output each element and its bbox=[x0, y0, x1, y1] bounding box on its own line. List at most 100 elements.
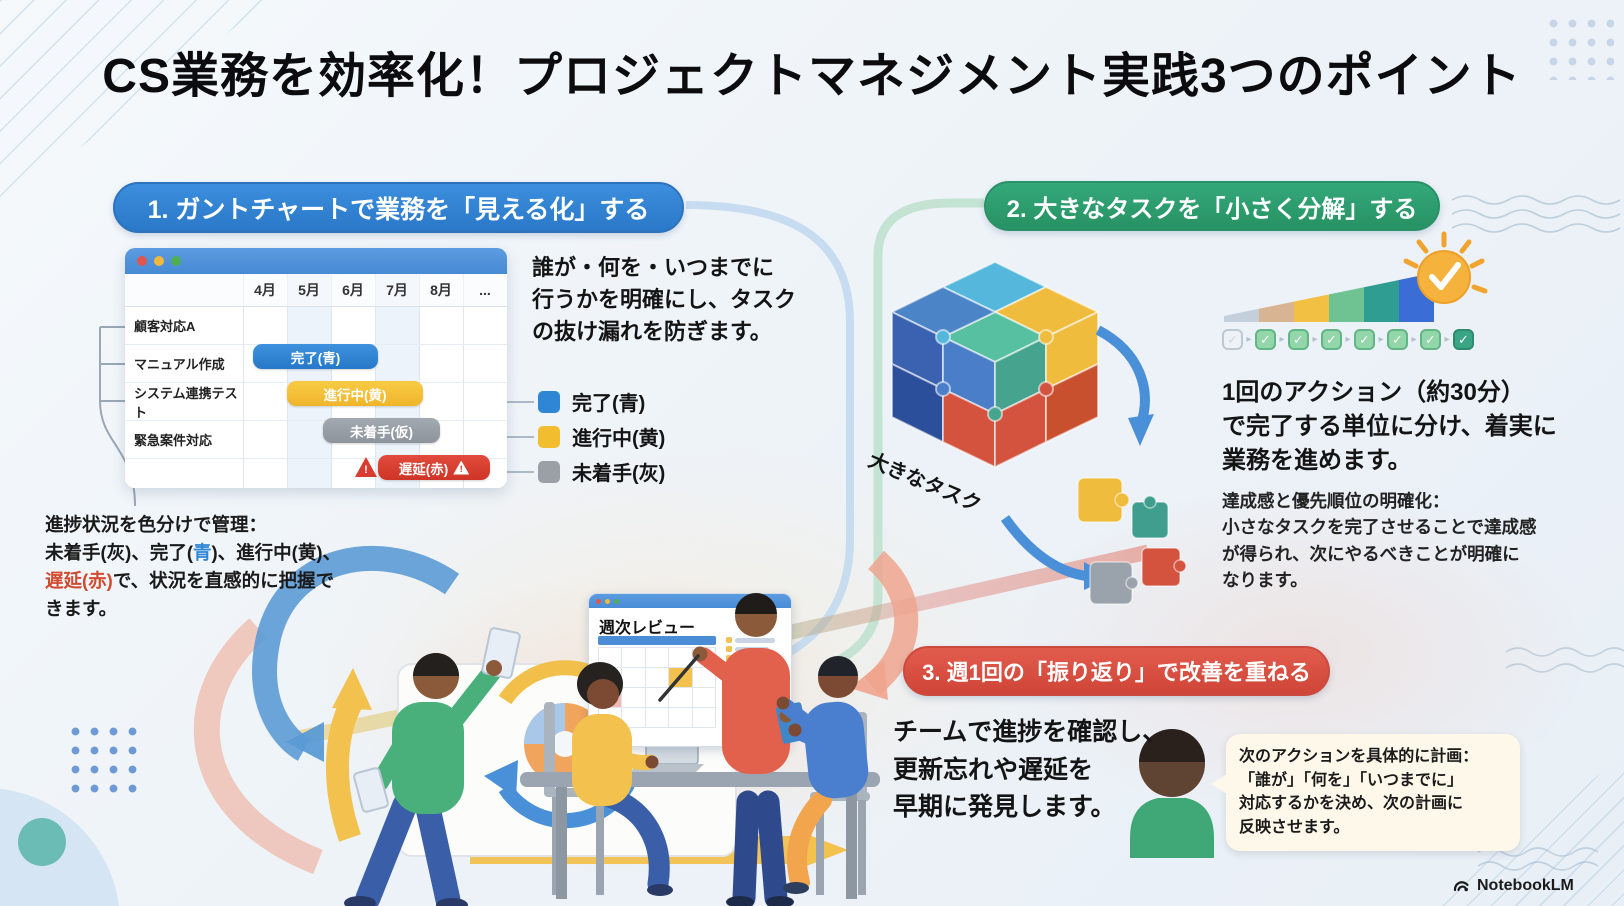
section3-left-text: チームで進捗を確認し、 更新忘れや遅延を 早期に発見します。 bbox=[893, 718, 1168, 821]
blue-loop-arrowhead bbox=[286, 722, 324, 762]
gantt-bar-delayed[interactable]: 遅延(赤) ! bbox=[378, 455, 490, 480]
legend-swatch-blue bbox=[538, 390, 560, 413]
checkbox-icon[interactable]: ✓ bbox=[1222, 329, 1243, 350]
window-dot-red bbox=[596, 598, 601, 604]
page-title: CS業務を効率化！プロジェクトマネジメント実践3つのポイント bbox=[102, 50, 1522, 103]
arrow-separator-icon: ▸ bbox=[1279, 334, 1285, 345]
puzzle-cube bbox=[889, 260, 1101, 469]
dot-grid-bottomleft bbox=[66, 722, 138, 794]
gantt-month-header: 4月 5月 6月 7月 8月 ... bbox=[125, 274, 507, 307]
checkbox-icon[interactable]: ✓ bbox=[1420, 329, 1441, 350]
month-label: 6月 bbox=[342, 282, 364, 298]
gantt-task-row: 緊急案件対応 bbox=[125, 421, 507, 459]
arrow-separator-icon: ▸ bbox=[1378, 334, 1384, 345]
window-minimize-dot[interactable] bbox=[154, 256, 164, 266]
section2-lead-text: 1回のアクション（約30分） で完了する単位に分け、着実に 業務を進めます。 bbox=[1222, 379, 1557, 475]
checkbox-icon[interactable]: ✓ bbox=[1387, 329, 1408, 350]
warning-triangle-icon: ! bbox=[355, 457, 377, 477]
section1-note: 進捗状況を色分けで管理： 未着手(灰)、完了(青)、進行中(黄)、 遅延(赤)で… bbox=[45, 514, 341, 620]
table bbox=[520, 772, 880, 787]
month-label: ... bbox=[479, 282, 491, 298]
section1-header-pill: 1. ガントチャートで業務を「見える化」する bbox=[113, 182, 684, 233]
checkbox-icon-final[interactable]: ✓ bbox=[1453, 329, 1474, 350]
notebooklm-brand: NotebookLM bbox=[1452, 876, 1574, 895]
gantt-task-row: 顧客対応A bbox=[125, 307, 507, 345]
calendar-pink-cell bbox=[599, 688, 623, 708]
yellow-up-arrowhead bbox=[332, 668, 372, 710]
blue-accent-text: 青 bbox=[192, 542, 212, 564]
teal-circle-decor bbox=[18, 818, 66, 866]
arrow-separator-icon: ▸ bbox=[1246, 334, 1252, 345]
weekly-review-window: 週次レビュー bbox=[588, 593, 792, 747]
legend-item-not-started: 未着手(灰) bbox=[538, 459, 665, 485]
warning-triangle-icon: ! bbox=[453, 460, 470, 475]
task-label: 顧客対応A bbox=[134, 319, 196, 334]
task-label: マニュアル作成 bbox=[134, 357, 225, 372]
arrow-separator-icon: ▸ bbox=[1411, 334, 1417, 345]
dot-grid-topright bbox=[1544, 14, 1614, 80]
section2-header-label: 2. 大きなタスクを「小さく分解」する bbox=[1006, 195, 1418, 223]
red-accent-text: 遅延(赤) bbox=[45, 570, 113, 592]
connector-mint-line bbox=[828, 198, 984, 669]
wavy-lines-right bbox=[1505, 647, 1624, 673]
section2-body-text: 達成感と優先順位の明確化： 小さなタスクを完了させることで達成感 が得られ、次に… bbox=[1222, 491, 1537, 590]
review-window-titlebar bbox=[589, 594, 791, 608]
section3-header-pill: 3. 週1回の「振り返り」で改善を重ねる bbox=[903, 646, 1330, 696]
arrow-separator-icon: ▸ bbox=[1312, 334, 1318, 345]
decompose-arrow-1 bbox=[1095, 325, 1150, 426]
notebooklm-logo-icon bbox=[1453, 881, 1469, 892]
section1-description: 誰が・何を・いつまでに 行うかを明確にし、タスク の抜け漏れを防ぎます。 bbox=[532, 255, 797, 345]
checkbox-icon[interactable]: ✓ bbox=[1354, 329, 1375, 350]
legend-swatch-gray bbox=[538, 460, 560, 483]
salmon-arrowhead-right bbox=[850, 660, 888, 700]
decompose-arrow-2 bbox=[1000, 515, 1087, 581]
yellow-horizontal-arrowhead bbox=[796, 830, 848, 870]
calendar-highlight-cell bbox=[669, 668, 693, 688]
gantt-chart-window: 4月 5月 6月 7月 8月 ... 顧客対応A マニュアル作成 システム連携テ… bbox=[125, 248, 507, 488]
small-puzzle-pieces bbox=[1077, 477, 1187, 605]
month-label: 4月 bbox=[254, 282, 276, 298]
window-zoom-dot[interactable] bbox=[171, 256, 181, 266]
month-label: 8月 bbox=[430, 282, 452, 298]
gantt-bar-done[interactable]: 完了(青) bbox=[253, 344, 378, 369]
gantt-task-row: システム連携テスト bbox=[125, 383, 507, 421]
checkbox-icon[interactable]: ✓ bbox=[1255, 329, 1276, 350]
speech-bubble: 次のアクションを具体的に計画： 「誰が」「何を」「いつまでに」 対応するかを決め… bbox=[1211, 734, 1520, 851]
window-close-dot[interactable] bbox=[137, 256, 147, 266]
sun-check-icon bbox=[1403, 231, 1488, 304]
mini-line-chart bbox=[728, 697, 778, 711]
section1-header-label: 1. ガントチャートで業務を「見える化」する bbox=[147, 195, 650, 224]
gantt-bar-not-started[interactable]: 未着手(仮) bbox=[323, 418, 440, 443]
checkbox-icon[interactable]: ✓ bbox=[1321, 329, 1342, 350]
mini-pie-chart bbox=[739, 668, 765, 694]
section2-header-pill: 2. 大きなタスクを「小さく分解」する bbox=[984, 181, 1440, 231]
month-label: 5月 bbox=[298, 282, 320, 298]
brand-label: NotebookLM bbox=[1477, 876, 1574, 894]
progress-wedge bbox=[1224, 272, 1434, 322]
legend-swatch-yellow bbox=[538, 425, 560, 448]
arrow-separator-icon: ▸ bbox=[1444, 334, 1450, 345]
section3-header-label: 3. 週1回の「振り返り」で改善を重ねる bbox=[922, 660, 1311, 685]
review-dashboard bbox=[725, 634, 783, 721]
yellow-up-arrow bbox=[326, 696, 363, 842]
salmon-arc-left bbox=[193, 618, 323, 875]
month-label: 7月 bbox=[386, 282, 408, 298]
big-task-label: 大きなタスク bbox=[865, 449, 985, 517]
checkbox-progress-row: ✓ ▸ ✓ ▸ ✓ ▸ ✓ ▸ ✓ ▸ ✓ ▸ ✓ ▸ ✓ bbox=[1222, 329, 1474, 350]
gantt-window-titlebar bbox=[125, 248, 507, 274]
legend-item-in-progress: 進行中(黄) bbox=[538, 424, 665, 450]
legend-item-done: 完了(青) bbox=[538, 389, 665, 415]
wavy-lines-topright bbox=[1451, 195, 1621, 233]
task-label: システム連携テスト bbox=[134, 385, 238, 420]
window-dot-yellow bbox=[605, 598, 610, 604]
checkbox-icon[interactable]: ✓ bbox=[1288, 329, 1309, 350]
task-label: 緊急案件対応 bbox=[134, 433, 213, 448]
arrow-separator-icon: ▸ bbox=[1345, 334, 1351, 345]
window-dot-green bbox=[614, 598, 619, 604]
person-green-shirt bbox=[344, 627, 521, 906]
salmon-arrow-right bbox=[864, 550, 919, 696]
gantt-bar-in-progress[interactable]: 進行中(黄) bbox=[287, 381, 423, 406]
review-calendar bbox=[598, 636, 716, 728]
cycle-arrow-blue bbox=[498, 780, 635, 829]
